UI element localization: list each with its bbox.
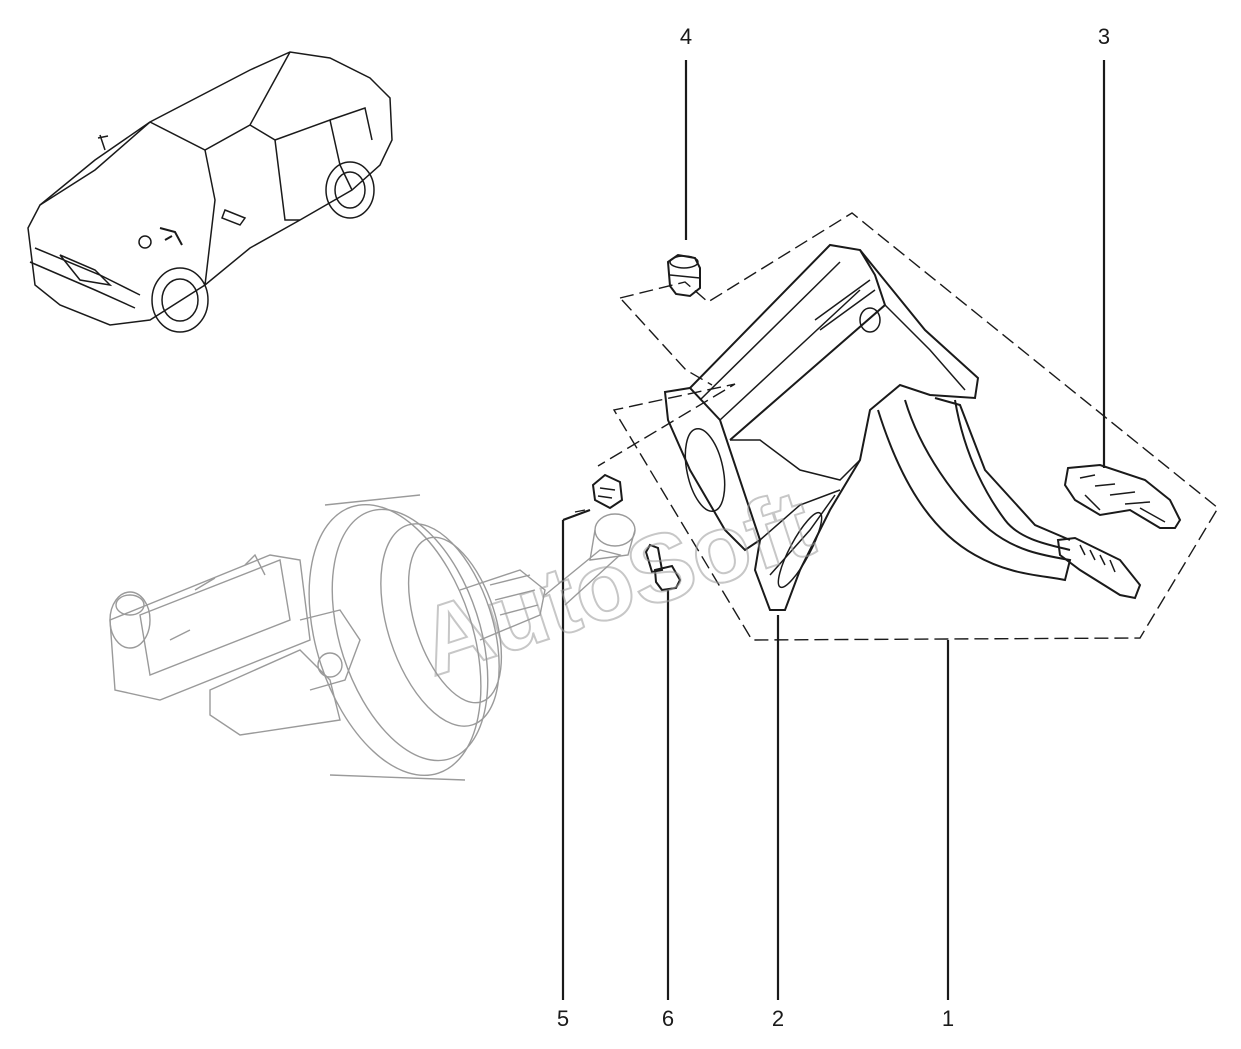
car-overview-illustration — [27, 51, 393, 333]
callout-6: 6 — [662, 1006, 674, 1031]
callout-1: 1 — [942, 1006, 954, 1031]
callout-4: 4 — [680, 24, 692, 49]
stop-light-switch — [644, 543, 682, 592]
master-cylinder-ghost — [109, 553, 361, 736]
callout-2: 2 — [772, 1006, 784, 1031]
bushing-ghost — [589, 513, 636, 561]
flange-nut — [666, 253, 701, 298]
nut-mount-dashed-line — [621, 299, 713, 386]
pedal-arms — [877, 397, 1142, 600]
spring-clip — [574, 473, 624, 513]
leader-lines — [561, 60, 1106, 1000]
brake-booster-ghost — [308, 494, 622, 781]
pedal-pad — [1063, 463, 1182, 529]
callout-3: 3 — [1098, 24, 1110, 49]
pedal-bracket — [663, 243, 980, 611]
callout-5: 5 — [557, 1006, 569, 1031]
